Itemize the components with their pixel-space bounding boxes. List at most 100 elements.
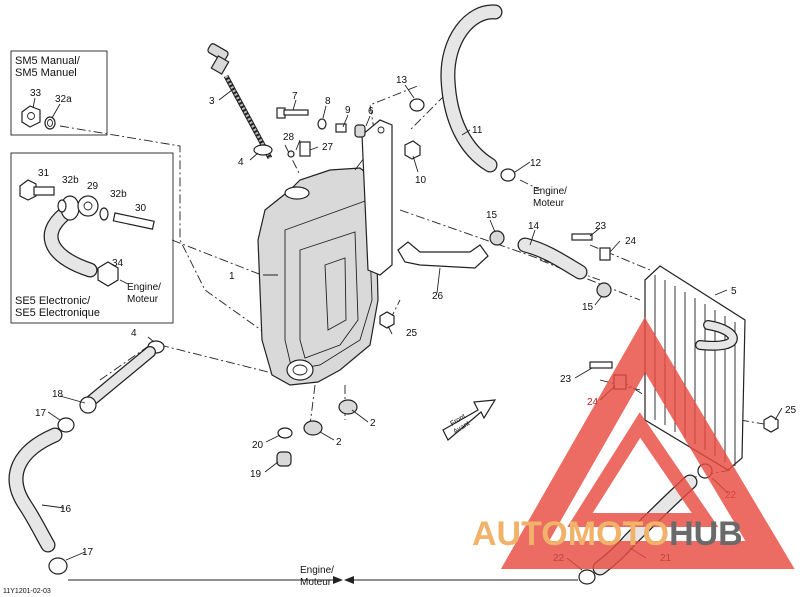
label-31: 31 (38, 168, 50, 179)
part-8-washer (317, 118, 327, 130)
label-10: 10 (415, 175, 427, 186)
engine-callout-2-line2: Moteur (533, 198, 565, 209)
label-33: 33 (30, 88, 42, 99)
part-7-bolt (276, 107, 309, 119)
label-16: 16 (60, 504, 72, 515)
label-3: 3 (209, 96, 215, 107)
part-30-pipe (112, 212, 155, 230)
engine-callout-3-line2: Moteur (300, 577, 332, 588)
part-18-pipe (79, 346, 156, 414)
label-14: 14 (528, 221, 540, 232)
label-29: 29 (87, 181, 99, 192)
part-31-banjo-bolt (19, 179, 55, 201)
engine-return-line (68, 576, 578, 584)
label-32b-2: 32b (110, 189, 127, 200)
watermark-text-part2: HUB (669, 515, 743, 553)
part-24-clip-a (599, 247, 611, 261)
part-15-clamp-b (596, 282, 612, 298)
label-32b-1: 32b (62, 175, 79, 186)
label-11: 11 (472, 125, 483, 136)
part-29-banjo-fitting (77, 195, 99, 217)
part-15-clamp-a (489, 230, 505, 246)
part-22-clamp-b (578, 569, 596, 585)
part-23-bolt-a (571, 233, 593, 241)
part-33-nut (21, 105, 41, 128)
label-17b: 17 (82, 547, 94, 558)
label-25a: 25 (406, 328, 418, 339)
part-12-clamp (500, 168, 516, 182)
label-25b: 25 (785, 405, 797, 416)
part-3-dipstick (207, 43, 273, 160)
se5-title-line2: SE5 Electronique (15, 307, 100, 319)
part-17-clamp-b (48, 557, 68, 575)
watermark-text-part1: AUTOMOTO (472, 515, 669, 553)
sm5-title-line2: SM5 Manuel (15, 67, 77, 79)
label-34: 34 (112, 258, 124, 269)
part-1-oil-tank (257, 147, 389, 386)
part-25-nut-a (379, 311, 395, 329)
label-28: 28 (283, 132, 295, 143)
label-1: 1 (229, 271, 235, 282)
label-18: 18 (52, 389, 64, 400)
part-14-hose (517, 237, 588, 280)
watermark-text: AUTOMOTOHUB (472, 515, 743, 553)
part-17-clamp-a (57, 417, 75, 433)
label-7: 7 (292, 91, 298, 102)
label-12: 12 (530, 158, 542, 169)
label-2b: 2 (336, 437, 342, 448)
label-23b: 23 (560, 374, 572, 385)
label-23a: 23 (595, 221, 607, 232)
label-13: 13 (396, 75, 408, 86)
part-19-plug (276, 451, 292, 467)
part-32a-seal (44, 116, 56, 130)
part-23-bolt-b (589, 361, 613, 369)
watermark-triangle-outer (500, 317, 795, 569)
label-4a: 4 (238, 157, 244, 168)
label-24b: 24 (587, 397, 599, 408)
label-6: 6 (368, 106, 374, 117)
part-11-vent-hose (440, 4, 503, 173)
front-direction-arrow: Front Avant (442, 399, 497, 441)
part-16-hose (8, 427, 63, 553)
part-6-grommet (354, 124, 366, 138)
watermark-triangle-inner (567, 412, 719, 527)
label-24a: 24 (625, 236, 637, 247)
part-4-oring-top (253, 144, 273, 156)
label-2a: 2 (370, 418, 376, 429)
label-27: 27 (322, 142, 334, 153)
label-20: 20 (252, 440, 264, 451)
part-13-clamp (409, 98, 425, 112)
part-27-clip (299, 141, 311, 157)
label-4b: 4 (131, 328, 137, 339)
engine-callout-1-line1: Engine/ (127, 282, 161, 293)
engine-callout-2-line1: Engine/ (533, 186, 567, 197)
part-20-washer (277, 427, 293, 439)
engine-callout-3-line1: Engine/ (300, 565, 334, 576)
part-2-grommet-b (303, 420, 323, 436)
sm5-title-line1: SM5 Manual/ (15, 55, 81, 67)
se5-title-line1: SE5 Electronic/ (15, 295, 91, 307)
label-5: 5 (731, 286, 737, 297)
part-32b-seals (57, 199, 109, 221)
part-25-nut-b (763, 415, 779, 433)
part-9-spacer (335, 123, 347, 133)
label-30: 30 (135, 203, 147, 214)
label-15a: 15 (486, 210, 498, 221)
label-15b: 15 (582, 302, 594, 313)
se5-electronic-box: SE5 Electronic/ SE5 Electronique 31 32b … (10, 152, 174, 324)
label-17a: 17 (35, 408, 47, 419)
part-28-screw (287, 150, 295, 158)
label-8: 8 (325, 96, 331, 107)
automotohub-watermark: AUTOMOTOHUB (472, 317, 795, 569)
engine-callout-1-line2: Moteur (127, 294, 159, 305)
part-10-nut (404, 140, 421, 160)
diagram-code: 11Y1201-02-03 (3, 588, 51, 595)
label-9: 9 (345, 105, 351, 116)
label-26: 26 (432, 291, 444, 302)
sm5-manual-box: SM5 Manual/ SM5 Manuel 33 32a (10, 50, 108, 136)
part-6-bracket (361, 119, 393, 276)
part-26-bracket (397, 241, 489, 269)
label-19: 19 (250, 469, 262, 480)
label-32a: 32a (55, 94, 72, 105)
